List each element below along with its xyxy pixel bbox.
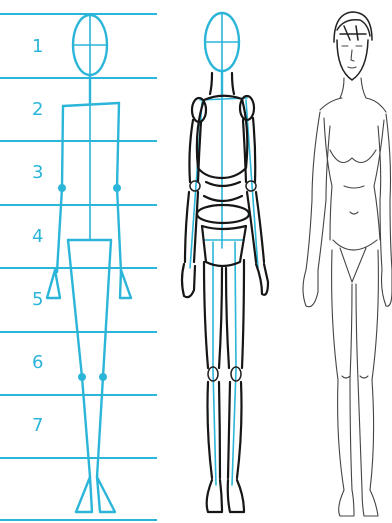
mannequin-figure	[182, 13, 268, 512]
mannequin-hand-right	[256, 264, 268, 295]
proportion-guide-lines	[0, 14, 157, 520]
final-neck	[340, 78, 366, 98]
mannequin-pelvis	[202, 226, 246, 266]
head-unit-numbers: 1 2 3 4 5 6 7	[32, 36, 43, 436]
final-foot-left	[339, 490, 354, 516]
stick-figure	[47, 15, 131, 512]
head-unit-7: 7	[32, 415, 43, 436]
stick-elbow-right	[113, 184, 121, 192]
final-nose	[351, 50, 354, 61]
final-figure	[303, 12, 392, 516]
final-foot-right	[362, 490, 378, 516]
stick-leg-right	[97, 240, 111, 477]
stick-foot-left	[76, 477, 92, 512]
final-arm-left	[306, 112, 330, 270]
mannequin-waist	[204, 182, 242, 201]
mannequin-belly	[197, 205, 249, 223]
final-leg-left	[332, 250, 352, 490]
stick-elbow-left	[58, 184, 66, 192]
final-hand-left	[303, 270, 318, 307]
final-knees	[342, 376, 368, 378]
final-chest	[330, 150, 376, 163]
final-hand-right	[382, 270, 392, 306]
stick-hand-right	[120, 270, 131, 298]
head-unit-4: 4	[32, 226, 43, 247]
mannequin-leg-axis-left	[213, 242, 216, 485]
stick-leg-left	[68, 240, 90, 477]
final-torso-sides	[324, 118, 384, 240]
head-unit-6: 6	[32, 352, 43, 373]
stick-knee-right	[99, 373, 107, 381]
final-abdomen	[344, 186, 364, 214]
final-leg-right	[356, 250, 378, 490]
final-arm-right	[378, 114, 392, 270]
mannequin-leg-axis-right	[232, 242, 236, 485]
head-unit-2: 2	[32, 99, 43, 120]
head-unit-1: 1	[32, 36, 43, 57]
mannequin-elbow-right	[246, 181, 256, 191]
final-shoulders	[320, 98, 386, 112]
stick-shoulders	[63, 103, 119, 106]
final-hair-strands	[340, 26, 366, 40]
head-unit-3: 3	[32, 162, 43, 183]
final-hips	[333, 240, 377, 282]
stick-hand-left	[47, 270, 60, 298]
mannequin-foot-right	[228, 480, 244, 512]
final-hair	[334, 12, 372, 42]
stick-foot-right	[97, 477, 115, 512]
final-mouth	[348, 67, 356, 68]
mannequin-foot-left	[207, 480, 222, 512]
head-unit-5: 5	[32, 289, 43, 310]
mannequin-hand-left	[182, 264, 195, 297]
stick-knee-left	[78, 373, 86, 381]
